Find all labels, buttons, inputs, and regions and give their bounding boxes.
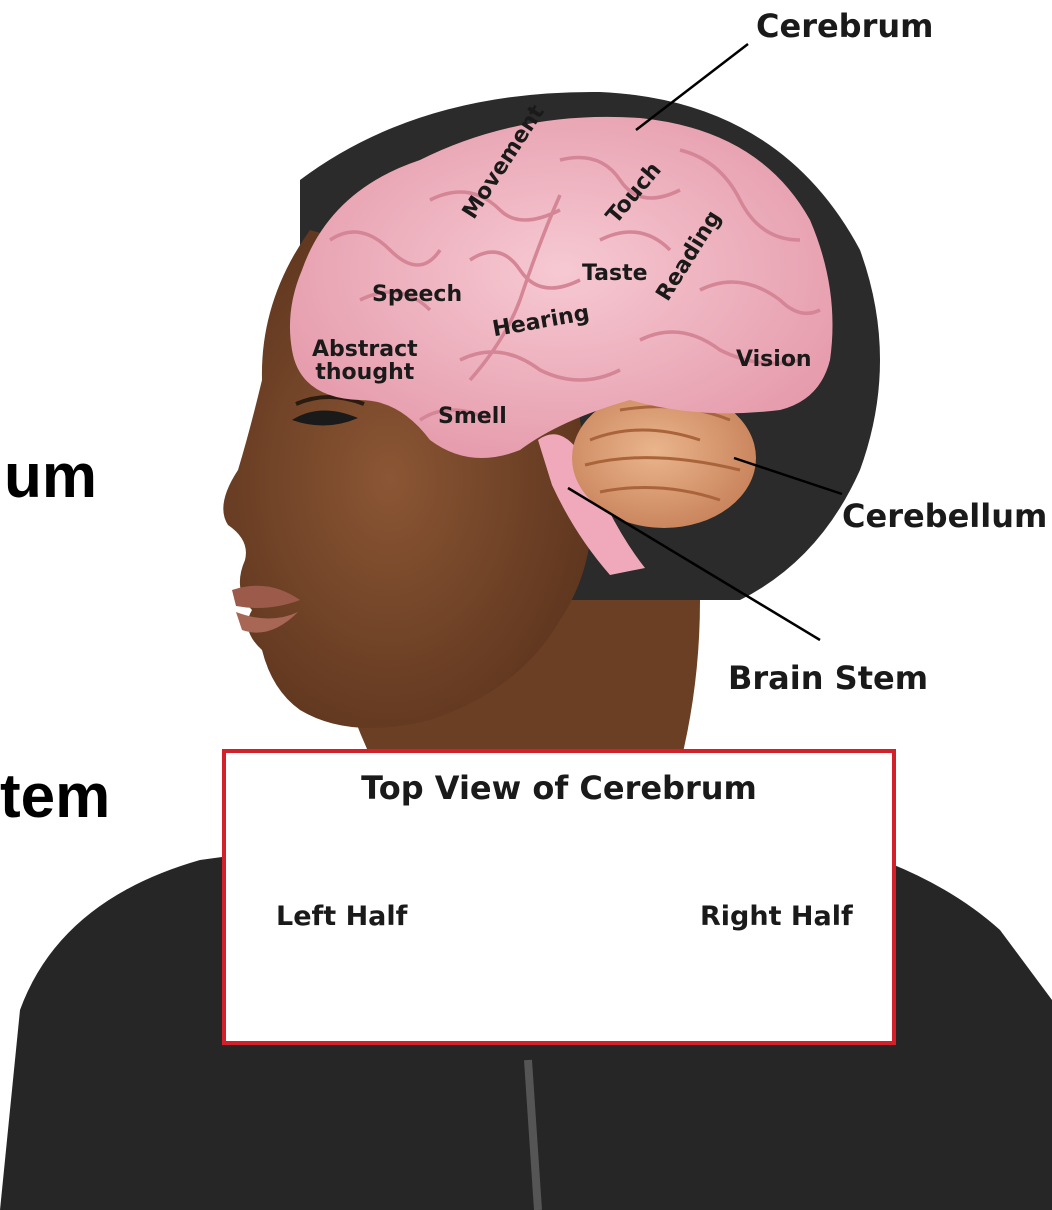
brain-stem-label: Brain Stem xyxy=(728,662,928,694)
region-taste: Taste xyxy=(582,262,648,285)
cerebrum-label: Cerebrum xyxy=(756,10,933,42)
cerebellum-label: Cerebellum xyxy=(842,500,1047,532)
left-half-label: Left Half xyxy=(276,901,407,932)
top-view-inset: Top View of Cerebrum Left Half Right Hal… xyxy=(222,749,896,1045)
cut-off-label-cerebrum: um xyxy=(4,446,97,508)
region-speech: Speech xyxy=(372,283,462,306)
region-abstract-thought: Abstract thought xyxy=(312,338,418,384)
cut-off-label-brain-stem: tem xyxy=(0,766,110,828)
inset-title: Top View of Cerebrum xyxy=(226,769,892,807)
region-smell: Smell xyxy=(438,405,507,428)
right-half-label: Right Half xyxy=(700,901,853,932)
region-vision: Vision xyxy=(736,348,812,371)
